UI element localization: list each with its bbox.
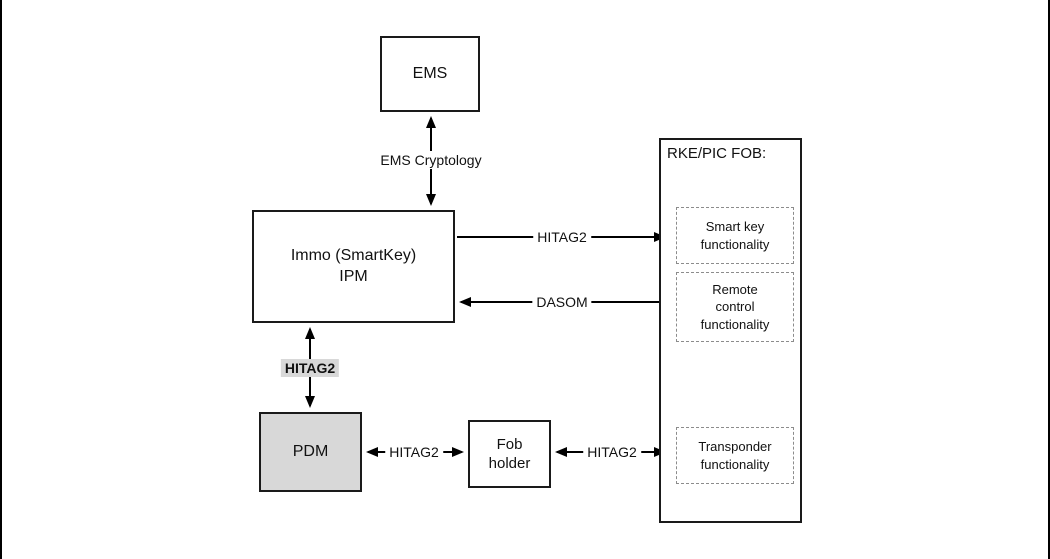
- transponder-line1: Transponder: [698, 438, 772, 454]
- remote-control-line3: functionality: [700, 316, 770, 332]
- edge-label-hitag2-immo-pdm: HITAG2: [280, 359, 340, 377]
- node-remote-control-functionality: Remote control functionality: [676, 272, 794, 342]
- smart-key-line2: functionality: [700, 236, 770, 252]
- edge-label-dasom: DASOM: [532, 293, 592, 311]
- node-fob-holder-line1: Fob: [496, 435, 523, 453]
- node-fob-holder-line2: holder: [488, 455, 531, 472]
- node-pdm: PDM: [259, 412, 362, 492]
- node-transponder-functionality: Transponder functionality: [676, 427, 794, 484]
- edge-label-hitag2-immo-smartkey: HITAG2: [533, 228, 591, 246]
- node-smart-key-functionality: Smart key functionality: [676, 207, 794, 264]
- edge-label-ems-cryptology: EMS Cryptology: [376, 151, 486, 169]
- transponder-line2: functionality: [700, 456, 770, 472]
- node-immo-ipm: Immo (SmartKey) IPM: [252, 210, 455, 323]
- remote-control-line2: control: [715, 299, 755, 315]
- node-ems: EMS: [380, 36, 480, 112]
- remote-control-line1: Remote: [712, 281, 758, 297]
- edge-label-hitag2-pdm-fob: HITAG2: [385, 443, 443, 461]
- node-pdm-label: PDM: [292, 442, 329, 460]
- edge-label-hitag2-fob-transponder: HITAG2: [583, 443, 641, 461]
- node-immo-label-line2: IPM: [339, 267, 368, 285]
- node-fob-holder: Fob holder: [468, 420, 551, 488]
- node-immo-label-line1: Immo (SmartKey): [290, 246, 417, 264]
- smart-key-line1: Smart key: [705, 218, 765, 234]
- node-ems-label: EMS: [412, 64, 448, 82]
- rke-pic-fob-title: RKE/PIC FOB:: [667, 145, 767, 162]
- node-rke-pic-fob: RKE/PIC FOB: Smart key functionality Rem…: [659, 138, 802, 523]
